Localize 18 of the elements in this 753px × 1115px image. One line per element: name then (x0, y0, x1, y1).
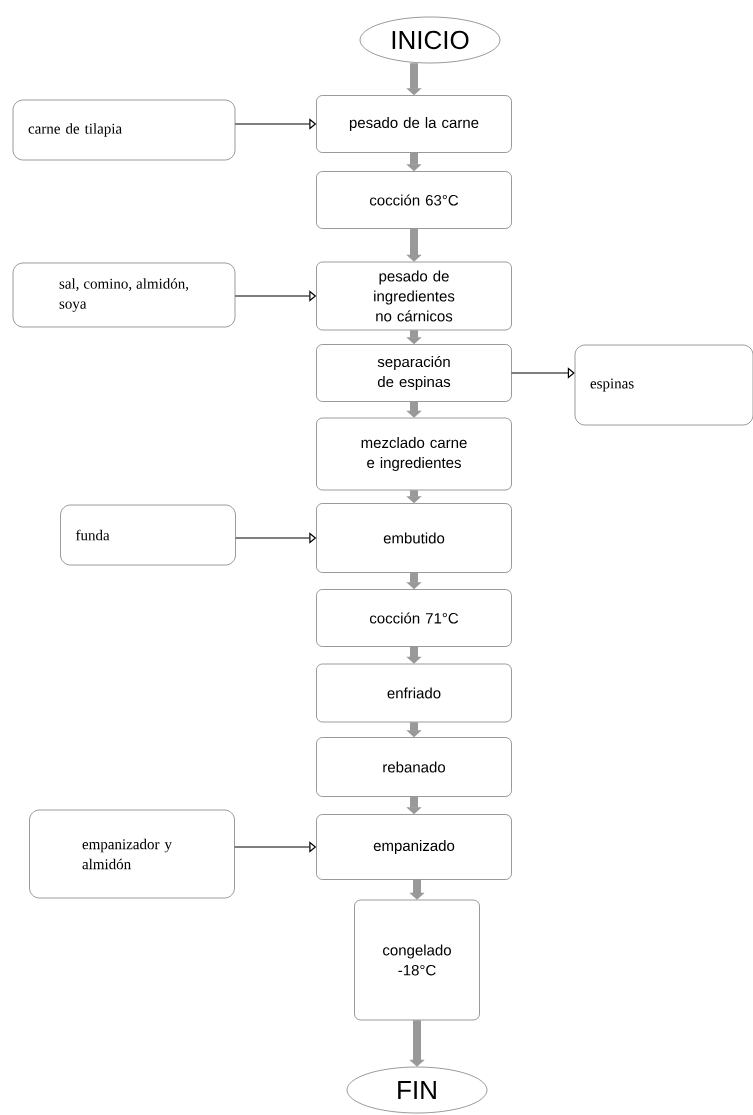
input-box: funda (60, 504, 236, 566)
input-box: sal, comino, almidón, soya (12, 262, 236, 328)
process-box: congelado -18°C (354, 899, 480, 1021)
process-box: enfriado (316, 663, 512, 723)
process-box: pesado de la carne (316, 95, 512, 153)
terminal-oval: INICIO (359, 16, 501, 64)
input-box: empanizador y almidón (29, 809, 235, 899)
process-box: rebanado (316, 737, 512, 797)
process-box: pesado de ingredientes no cárnicos (316, 261, 512, 331)
process-box: separación de espinas (316, 344, 512, 402)
terminal-oval: FIN (346, 1066, 488, 1114)
process-box: empanizado (316, 814, 512, 880)
process-box: cocción 71°C (316, 589, 512, 647)
process-box: embutido (316, 503, 512, 573)
process-box: mezclado carne e ingredientes (316, 417, 512, 491)
process-box: cocción 63°C (316, 171, 512, 229)
input-box: carne de tilapia (12, 99, 236, 161)
input-box: espinas (574, 344, 753, 426)
